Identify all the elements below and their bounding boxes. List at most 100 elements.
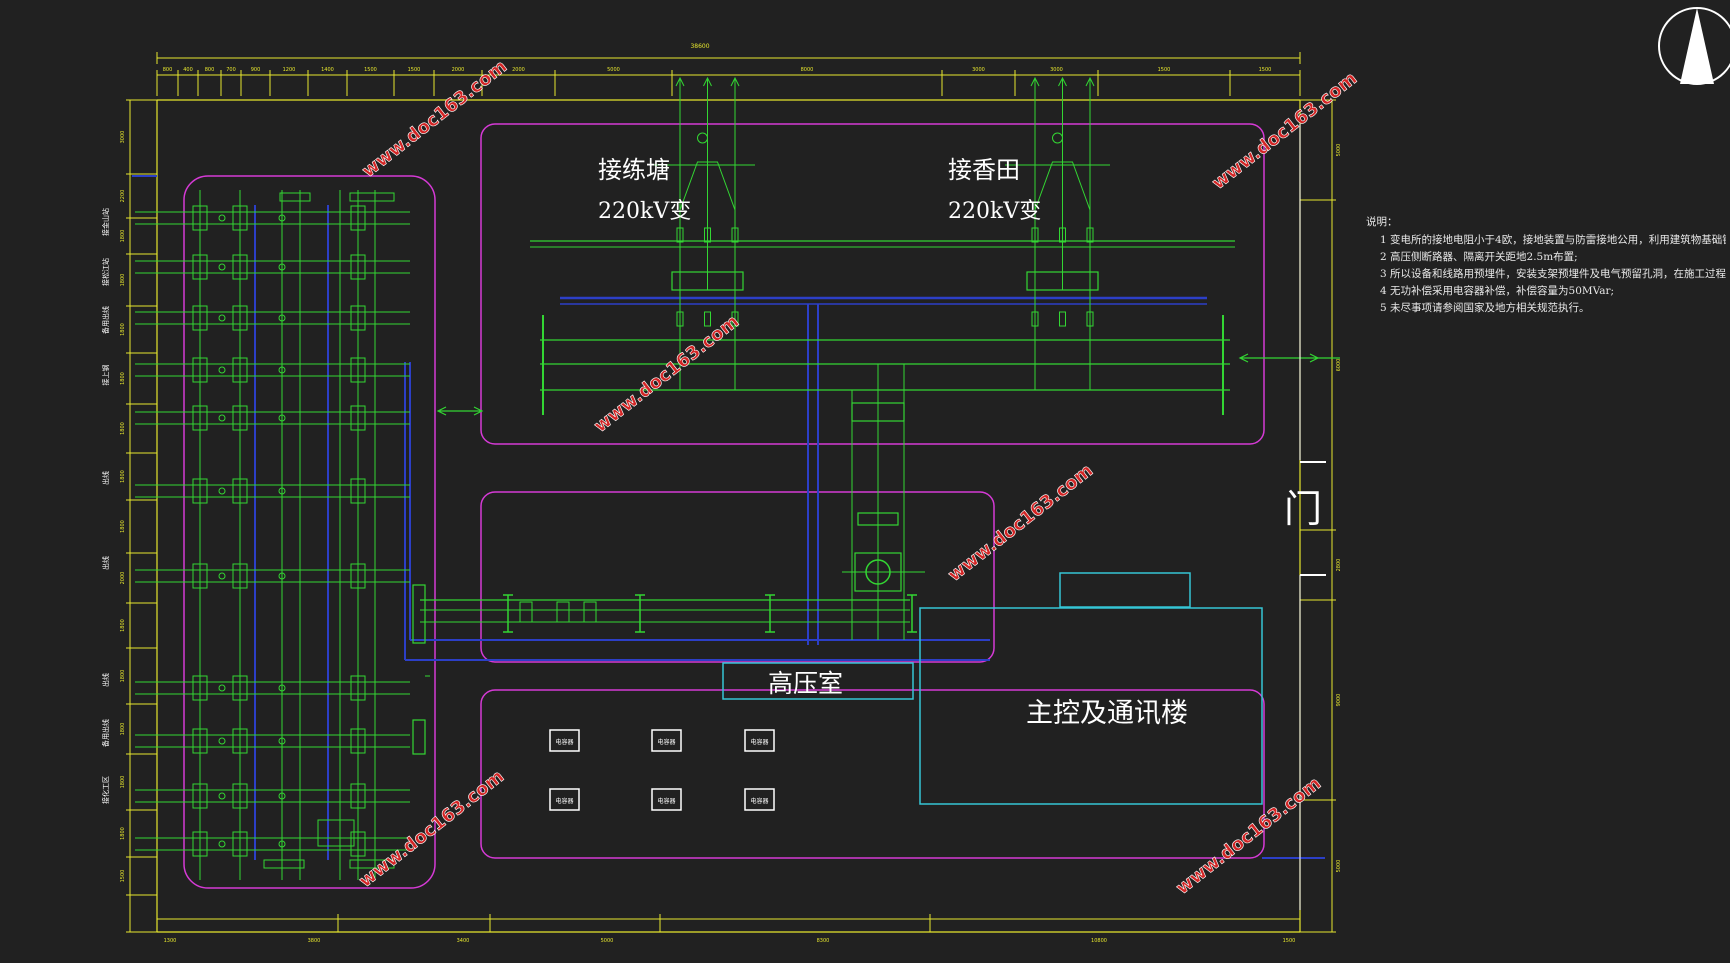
dim-text: 8300: [817, 938, 830, 944]
dim-text: 3800: [308, 938, 321, 944]
connection-arrow-icon: [436, 406, 484, 416]
area-220kv: [480, 123, 1265, 445]
hv-room-label: 高压室: [768, 669, 843, 698]
note-item-5: 5 未尽事项请参阅国家及地方相关规范执行。: [1380, 302, 1590, 314]
dim-text: 800: [163, 67, 173, 73]
watermark-text: www.doc163.com: [355, 766, 508, 892]
node-icon: [218, 214, 226, 222]
switch-icon: [1059, 311, 1066, 327]
dim-text: 1800: [120, 422, 126, 435]
watermark-text: www.doc163.com: [944, 460, 1097, 586]
bay-breaker: [192, 831, 208, 857]
dim-text: 3000: [120, 131, 126, 144]
equipment-box: 电容器: [651, 729, 682, 752]
arrester-icon: [1034, 161, 1091, 211]
dim-text: 2200: [120, 190, 126, 203]
node-icon: [218, 263, 226, 271]
bay-breaker: [350, 305, 366, 331]
dim-text: 800: [205, 67, 215, 73]
node-icon: [278, 366, 286, 374]
bay-label: 出线: [101, 556, 110, 570]
switch-icon: [1059, 227, 1066, 243]
bay-breaker: [232, 563, 248, 589]
watermark-text: www.doc163.com: [590, 311, 743, 437]
area-boundaries: [183, 123, 1265, 889]
bay-breaker: [192, 357, 208, 383]
node-icon: [218, 414, 226, 422]
dim-text: 1800: [120, 520, 126, 533]
dim-text: 5000: [601, 938, 614, 944]
line-b-label-2: 220kV变: [948, 199, 1041, 224]
bay-breaker: [232, 831, 248, 857]
bay-label: 备用出线: [101, 306, 110, 334]
node-icon: [218, 366, 226, 374]
line-b-label-1: 接香田: [948, 156, 1020, 184]
dim-text: 6000: [1336, 359, 1342, 372]
switch-icon: [1086, 227, 1094, 243]
note-item-1: 1 变电所的接地电阻小于4欧，接地装置与防雷接地公用，利用建筑物基础钢筋;: [1380, 234, 1726, 246]
bay-breaker: [350, 563, 366, 589]
dim-text: 3000: [972, 67, 985, 73]
dim-text: 700: [226, 67, 236, 73]
breaker-box: [851, 402, 905, 422]
dim-text: 3400: [457, 938, 470, 944]
gis-bar: [349, 192, 395, 202]
node-icon: [278, 737, 286, 745]
bay-breaker: [232, 675, 248, 701]
bay-breaker: [232, 405, 248, 431]
breaker-box: [857, 512, 899, 526]
equipment-box: 电容器: [549, 729, 580, 752]
dim-text: 2800: [1336, 559, 1342, 572]
gis-bar: [279, 192, 311, 202]
switch-icon: [704, 311, 711, 327]
switch-icon: [704, 227, 711, 243]
dim-text: 1800: [120, 619, 126, 632]
bay-breaker: [192, 254, 208, 280]
dim-text-total: 38600: [690, 43, 709, 50]
bay-breaker: [232, 478, 248, 504]
dim-text: 9000: [1336, 694, 1342, 707]
dim-text: 2000: [452, 67, 465, 73]
hv-room-outline: [722, 662, 914, 700]
equipment-box: 电容器: [651, 788, 682, 811]
dim-text: 2000: [120, 572, 126, 585]
gis-bar: [349, 859, 395, 869]
breaker-box: [671, 271, 744, 291]
node-icon: [218, 487, 226, 495]
bay-breaker: [192, 783, 208, 809]
node-icon: [218, 792, 226, 800]
dim-text: 400: [183, 67, 193, 73]
dim-text: 1500: [408, 67, 421, 73]
bay-breaker: [192, 205, 208, 231]
node-icon: [278, 572, 286, 580]
arrow-icon: [675, 76, 685, 87]
node-icon: [278, 487, 286, 495]
watermark-text: www.doc163.com: [1172, 773, 1325, 899]
electrical-wiring: [135, 76, 1340, 880]
bay-breaker: [350, 478, 366, 504]
dim-text: 1500: [1158, 67, 1171, 73]
svg-text:电容器: 电容器: [657, 738, 675, 746]
dim-text: 1800: [120, 230, 126, 243]
node-icon: [218, 840, 226, 848]
switch-icon: [583, 601, 597, 623]
arrow-icon: [1058, 76, 1067, 87]
svg-text:电容器: 电容器: [657, 797, 675, 805]
bay-label: 出线: [101, 471, 110, 485]
ct-icon: [697, 132, 708, 144]
arrow-icon: [1030, 76, 1040, 87]
breaker-box: [1026, 271, 1099, 291]
svg-text:电容器: 电容器: [750, 738, 768, 746]
bay-breaker: [350, 357, 366, 383]
bay-breaker: [192, 478, 208, 504]
node-icon: [278, 840, 286, 848]
equipment-box: 电容器: [549, 788, 580, 811]
svg-text:电容器: 电容器: [750, 797, 768, 805]
bay-breaker: [350, 831, 366, 857]
white-layer: [1299, 124, 1326, 910]
node-icon: [278, 214, 286, 222]
bay-breaker: [350, 728, 366, 754]
bay-breaker: [232, 305, 248, 331]
